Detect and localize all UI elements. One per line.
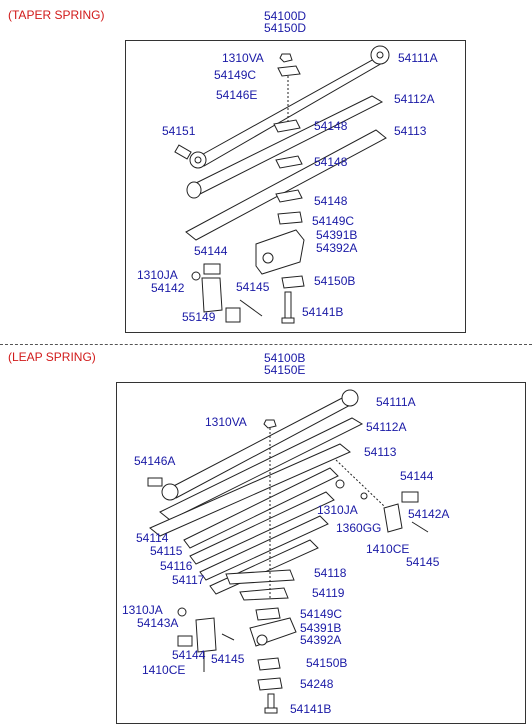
leap-clamp-54391b bbox=[249, 617, 297, 647]
taper-leaf-54112a bbox=[186, 95, 384, 199]
leap-leaf-54111a bbox=[161, 389, 359, 501]
taper-label-54150b[interactable]: 54150B bbox=[314, 274, 356, 288]
taper-label-54149c-lower[interactable]: 54149C bbox=[312, 214, 355, 228]
taper-bolt-54151 bbox=[174, 144, 192, 160]
leap-assembly-number-2[interactable]: 54150E bbox=[264, 363, 306, 377]
leap-label-54150b[interactable]: 54150B bbox=[306, 656, 348, 670]
taper-spacer-54148a bbox=[273, 119, 301, 133]
leap-label-54117[interactable]: 54117 bbox=[172, 573, 205, 587]
taper-label-54111a[interactable]: 54111A bbox=[398, 51, 438, 65]
taper-label-54149c[interactable]: 54149C bbox=[214, 68, 257, 82]
taper-shackle-54142 bbox=[191, 263, 263, 323]
leap-plate-54150b bbox=[257, 657, 281, 671]
leap-label-1310va[interactable]: 1310VA bbox=[205, 415, 247, 429]
leap-label-54146a[interactable]: 54146A bbox=[134, 454, 176, 468]
leap-label-54112a[interactable]: 54112A bbox=[366, 420, 407, 434]
taper-bolt-54141b bbox=[281, 291, 295, 324]
leap-bolt-54141b bbox=[264, 693, 278, 714]
taper-label-54141b[interactable]: 54141B bbox=[302, 305, 344, 319]
taper-label-54112a[interactable]: 54112A bbox=[394, 92, 435, 106]
leap-label-54142a[interactable]: 54142A bbox=[408, 507, 450, 521]
taper-label-54148-b[interactable]: 54148 bbox=[314, 155, 348, 169]
leap-label-54114[interactable]: 54114 bbox=[136, 531, 169, 545]
leap-label-54144[interactable]: 54144 bbox=[400, 469, 434, 483]
taper-label-54145[interactable]: 54145 bbox=[236, 280, 270, 294]
taper-leaf-54111a bbox=[189, 45, 390, 169]
leap-label-54113[interactable]: 54113 bbox=[364, 445, 397, 459]
leap-label-1410ce-lower[interactable]: 1410CE bbox=[142, 663, 186, 677]
leap-label-54248[interactable]: 54248 bbox=[300, 677, 334, 691]
leap-plate-54248 bbox=[257, 677, 283, 691]
leap-leaf-54118 bbox=[225, 569, 295, 585]
leap-leaf-54116 bbox=[199, 515, 329, 581]
leap-leaf-54112a bbox=[159, 417, 364, 521]
leap-section-title: (LEAP SPRING) bbox=[8, 350, 96, 364]
leap-label-1360gg[interactable]: 1360GG bbox=[336, 521, 382, 535]
section-divider bbox=[0, 344, 532, 345]
taper-label-54113[interactable]: 54113 bbox=[394, 124, 427, 138]
taper-label-54151[interactable]: 54151 bbox=[162, 124, 196, 138]
leap-label-54141b[interactable]: 54141B bbox=[290, 702, 332, 716]
taper-clamp-54391b bbox=[255, 229, 305, 275]
taper-section-title: (TAPER SPRING) bbox=[8, 8, 105, 22]
leap-pad-54149c bbox=[255, 607, 281, 621]
leap-label-54116[interactable]: 54116 bbox=[160, 559, 193, 573]
taper-label-54148-c[interactable]: 54148 bbox=[314, 194, 348, 208]
leap-shackle-54143a bbox=[177, 607, 235, 672]
taper-spacer-54148c bbox=[275, 189, 303, 203]
taper-label-54144[interactable]: 54144 bbox=[194, 244, 228, 258]
leap-label-54149c[interactable]: 54149C bbox=[300, 607, 343, 621]
leap-label-54144-lower[interactable]: 54144 bbox=[172, 648, 206, 662]
taper-label-54391b[interactable]: 54391B bbox=[316, 228, 358, 242]
leap-label-54119[interactable]: 54119 bbox=[312, 586, 345, 600]
taper-label-1310ja[interactable]: 1310JA bbox=[137, 268, 178, 282]
taper-leaf-54113 bbox=[185, 129, 387, 241]
taper-pad-54149c-lower bbox=[277, 211, 303, 225]
leap-label-1310ja[interactable]: 1310JA bbox=[317, 503, 358, 517]
leap-leaf-54113 bbox=[149, 443, 351, 537]
taper-assembly-number-2[interactable]: 54150D bbox=[264, 21, 307, 35]
taper-assembly-number-1[interactable]: 54100D bbox=[264, 9, 307, 23]
leap-shackle-54142a bbox=[335, 459, 429, 533]
leap-leaf-54119 bbox=[239, 587, 289, 601]
leap-label-54115[interactable]: 54115 bbox=[150, 544, 183, 558]
taper-label-1310va[interactable]: 1310VA bbox=[222, 51, 264, 65]
taper-label-55149[interactable]: 55149 bbox=[182, 310, 216, 324]
taper-plate-54150b bbox=[281, 275, 305, 289]
leap-label-54392a[interactable]: 54392A bbox=[300, 633, 342, 647]
leap-nut-1310va bbox=[263, 419, 277, 429]
leap-label-54143a[interactable]: 54143A bbox=[137, 616, 179, 630]
taper-label-54392a[interactable]: 54392A bbox=[316, 241, 358, 255]
leap-label-1310ja-lower[interactable]: 1310JA bbox=[122, 603, 163, 617]
leap-leaf-54114 bbox=[183, 467, 339, 549]
leap-label-54391b[interactable]: 54391B bbox=[300, 621, 342, 635]
taper-nut-1310va bbox=[279, 53, 293, 63]
taper-label-54142[interactable]: 54142 bbox=[151, 281, 185, 295]
leap-label-54145-lower[interactable]: 54145 bbox=[211, 652, 245, 666]
taper-pad-54149c bbox=[277, 65, 301, 77]
leap-assembly-number-1[interactable]: 54100B bbox=[264, 351, 306, 365]
taper-label-54146e[interactable]: 54146E bbox=[216, 88, 258, 102]
leap-leaf-54115 bbox=[189, 491, 335, 565]
leap-label-1410ce[interactable]: 1410CE bbox=[366, 542, 410, 556]
taper-spacer-54148b bbox=[275, 155, 303, 169]
leap-label-54118[interactable]: 54118 bbox=[314, 566, 347, 580]
leap-label-54111a[interactable]: 54111A bbox=[376, 395, 416, 409]
leap-bolt-54146a bbox=[147, 477, 163, 487]
leap-label-54145[interactable]: 54145 bbox=[406, 555, 440, 569]
taper-label-54148-a[interactable]: 54148 bbox=[314, 119, 348, 133]
